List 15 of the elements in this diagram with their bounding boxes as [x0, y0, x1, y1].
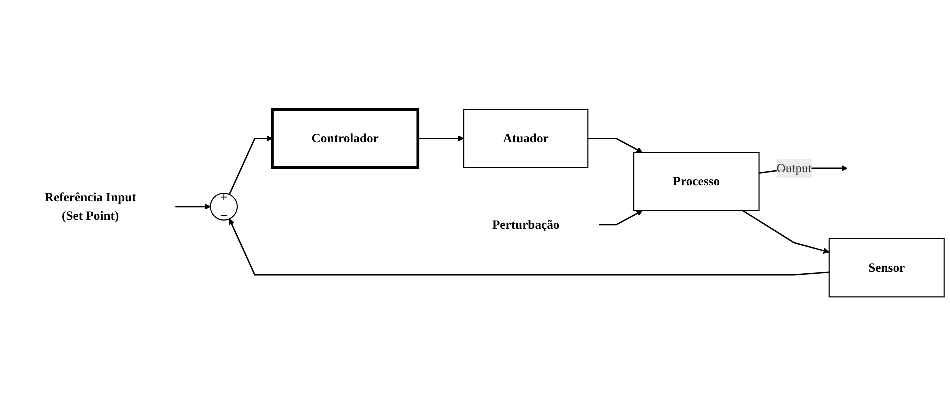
arrow [742, 210, 830, 254]
arrow [598, 210, 643, 226]
node-text: Perturbação [492, 217, 560, 232]
arrow [176, 203, 211, 210]
arrow [229, 218, 830, 276]
arrow [588, 138, 643, 153]
node-box: Controlador [271, 108, 420, 169]
node-box: Sensor [828, 238, 945, 298]
arrow [418, 135, 464, 142]
arrow [228, 135, 273, 195]
node-text: Referência Input (Set Point) [44, 190, 136, 223]
node-circle: + − [210, 192, 238, 220]
edge-label: Output [776, 160, 812, 175]
node-box: Atuador [464, 108, 589, 168]
node-box: Processo [634, 152, 760, 212]
